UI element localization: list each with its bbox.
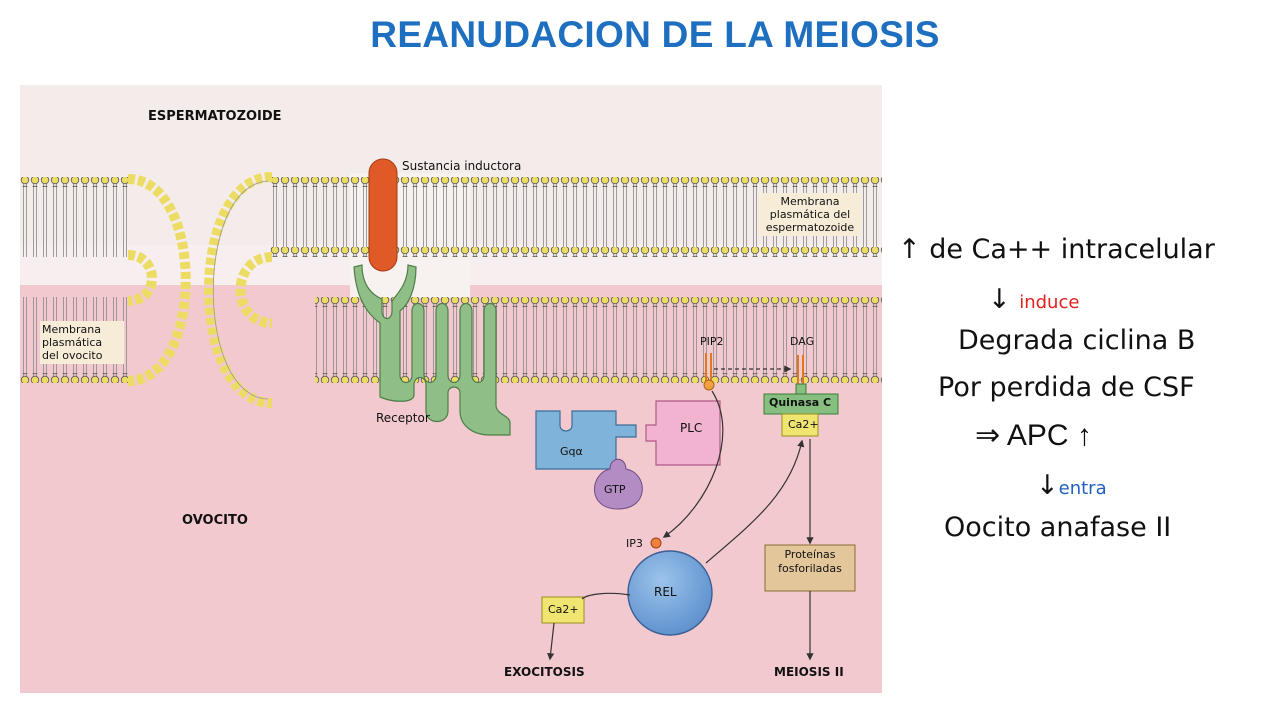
pip2-lipid [703, 353, 715, 391]
inducing-substance [368, 158, 398, 272]
receptor [353, 264, 511, 436]
note-oocyte-anaphase: Oocito anafase II [944, 512, 1172, 543]
plc-label: PLC [680, 421, 703, 435]
exocytosis-label: EXOCITOSIS [504, 665, 585, 679]
oocyte-membrane-label: Membrana plasmática del ovocito [40, 321, 124, 364]
gtp-label: GTP [604, 483, 626, 496]
note-degrade-cyclin: Degrada ciclina B [958, 325, 1196, 356]
pip2-to-ip3-arrow [662, 390, 724, 538]
rel-organelle [627, 550, 713, 636]
note-entra: entra [1058, 478, 1107, 499]
rel-label: REL [654, 585, 677, 599]
ip3-molecule [650, 537, 662, 549]
kinase-calcium-box [781, 413, 819, 437]
oocyte-label: OVOCITO [182, 513, 248, 528]
page-title: REANUDACION DE LA MEIOSIS [370, 14, 940, 55]
gtp [594, 458, 643, 510]
inducer-label: Sustancia inductora [402, 159, 522, 173]
calcium-to-exocytosis-arrow [547, 622, 555, 661]
gq-alpha-label: Gqα [560, 445, 583, 458]
rel-to-kinase-arrow [705, 439, 805, 564]
note-arrow-down-1: ↓ induce [988, 284, 1079, 315]
sperm-label: ESPERMATOZOIDE [148, 109, 282, 124]
sperm-membrane-label: Membrana plasmática del espermatozoide [758, 193, 862, 236]
note-arrow-down-2: ↓entra [1036, 470, 1107, 501]
kinase-c-label: Quinasa C [769, 396, 832, 409]
dag-lipid [797, 355, 804, 385]
meiosis-signaling-diagram: ESPERMATOZOIDE Sustancia inductora Membr… [20, 85, 882, 693]
plc-enzyme [645, 400, 721, 466]
arrow-down-icon: ↓ [988, 284, 1011, 315]
note-calcium-increase: ↑ de Ca++ intracelular [898, 234, 1215, 265]
meiosis-ii-label: MEIOSIS II [774, 665, 844, 679]
note-induce: induce [1019, 292, 1080, 313]
dag-label: DAG [790, 335, 815, 348]
kinase-calcium-label: Ca2+ [788, 418, 819, 431]
phosphorylated-proteins-label: Proteínas fosforiladas [778, 548, 842, 575]
gq-alpha-protein [535, 410, 637, 470]
rel-calcium-box [541, 596, 585, 624]
arrow-down-icon: ↓ [1036, 470, 1059, 501]
receptor-label: Receptor [376, 411, 430, 425]
note-apc: ⇒ APC ↑ [975, 419, 1092, 452]
rel-calcium-label: Ca2+ [548, 603, 579, 616]
ip3-label: IP3 [626, 537, 643, 550]
note-csf-loss: Por perdida de CSF [938, 372, 1195, 403]
pip2-label: PIP2 [700, 335, 724, 348]
